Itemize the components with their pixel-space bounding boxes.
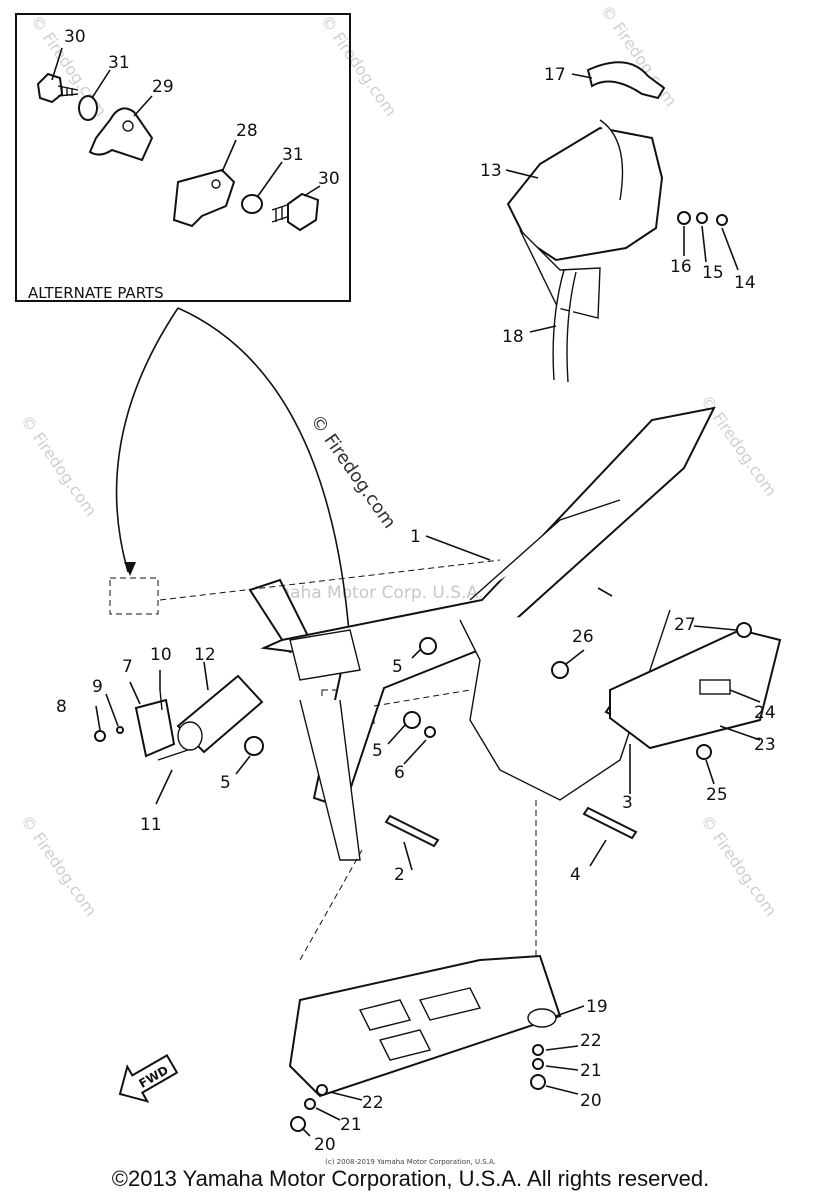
callout-10: 10 [150,645,172,665]
washer-22b-icon [316,1084,328,1096]
callout-2: 2 [394,865,405,885]
callout-18: 18 [502,327,524,347]
callout-28: 28 [236,121,258,141]
callout-27: 27 [674,615,696,635]
bolt-20a-icon [530,1074,546,1090]
callout-21-right: 21 [580,1061,602,1081]
watermark-top-center: © Firedog.com [317,11,401,119]
callout-24: 24 [754,703,776,723]
band-18-icon [552,269,577,383]
bolt-4-icon [582,806,638,840]
callout-11: 11 [140,815,162,835]
pin-11-icon [157,749,189,761]
washer-21b-icon [304,1098,316,1110]
callout-12: 12 [194,645,216,665]
collar-16-icon [677,211,691,225]
inset-title: ALTERNATE PARTS [28,284,164,302]
callout-21-left: 21 [340,1115,362,1135]
inset-arrow-left [115,307,179,573]
callout-31-top: 31 [108,53,130,73]
callout-8: 8 [56,697,67,717]
frame-1-icon [248,406,716,861]
watermark-overlay: Yamaha Motor Corp. U.S.A. [254,583,483,603]
bracket-29-icon [88,107,154,162]
callout-6: 6 [394,763,405,783]
collar-5c-icon [244,736,264,756]
washer-31-icon [78,95,98,121]
callout-22-left: 22 [362,1093,384,1113]
callout-14: 14 [734,273,756,293]
washer-31b-icon [241,194,263,214]
callout-17: 17 [544,65,566,85]
copyright-footer: ©2013 Yamaha Motor Corporation, U.S.A. A… [111,1166,710,1191]
washer-21a-icon [532,1058,544,1070]
plate-7-icon [134,698,176,758]
callout-4: 4 [570,865,581,885]
callout-23: 23 [754,735,776,755]
number-plate-13-icon [506,119,664,319]
callout-30-top: 30 [64,27,86,47]
washer-15-icon [696,212,708,224]
bolt-2-icon [384,814,440,848]
watermark-left: © Firedog.com [17,411,101,519]
callout-25: 25 [706,785,728,805]
callout-30-bottom: 30 [318,169,340,189]
callout-20-right: 20 [580,1091,602,1111]
watermark-top-right: © Firedog.com [597,1,681,109]
skid-plate-19-icon [288,954,562,1098]
screw-8-icon [94,730,106,742]
callout-9: 9 [92,677,103,697]
bolt-30-icon [36,72,79,104]
collar-5a-icon [419,637,437,655]
bolt-14-icon [716,214,728,226]
washer-9-icon [116,726,124,734]
watermark-right: © Firedog.com [697,391,781,499]
tiny-copyright-note: (c) 2008-2019 Yamaha Motor Corporation, … [325,1158,496,1166]
fwd-arrow-icon: FWD [118,1053,179,1103]
callout-19: 19 [586,997,608,1017]
nut-6-icon [424,726,436,738]
watermark-bottom-left: © Firedog.com [17,811,101,919]
callout-5-middle: 5 [372,741,383,761]
callout-29: 29 [152,77,174,97]
strap-17-icon [586,61,666,100]
inset-arrow-right [177,307,353,681]
bolt-20b-icon [290,1116,306,1132]
collar-5b-icon [403,711,421,729]
bracket-28-icon [172,168,236,228]
washer-22a-icon [532,1044,544,1056]
callout-5-upper: 5 [392,657,403,677]
grommet-25-icon [696,744,712,760]
callout-16: 16 [670,257,692,277]
watermark-main: © Firedog.com [306,411,400,533]
callout-15: 15 [702,263,724,283]
watermark-bottom-right: © Firedog.com [697,811,781,919]
alternate-parts-inset: ALTERNATE PARTS [15,13,351,302]
collar-26-icon [551,661,569,679]
callout-13: 13 [480,161,502,181]
bolt-30b-icon [271,192,320,232]
callout-22-right: 22 [580,1031,602,1051]
callout-20-left: 20 [314,1135,336,1155]
grommet-27-icon [736,622,752,638]
callout-5-left: 5 [220,773,231,793]
tool-bag-12-icon [176,674,264,754]
callout-7: 7 [122,657,133,677]
callout-1: 1 [410,527,421,547]
callout-26: 26 [572,627,594,647]
rivet-10-icon [159,689,163,711]
detail-box-left [109,577,159,615]
callout-3: 3 [622,793,633,813]
callout-31-bottom: 31 [282,145,304,165]
